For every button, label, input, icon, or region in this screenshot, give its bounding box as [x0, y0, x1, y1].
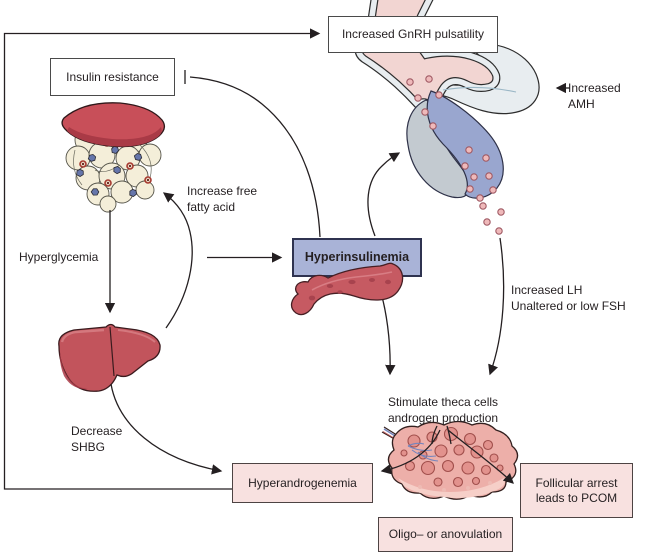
increased-amh-label: Increased AMH: [568, 81, 621, 111]
theca-connector-right: [446, 425, 452, 445]
ovary-illustration: [381, 420, 519, 500]
androgen-arrow: [380, 429, 441, 475]
hyperandrogenemia-box: Hyperandrogenemia: [232, 463, 373, 503]
adipose-blue-cells: [76, 145, 143, 197]
hormone-dots: [406, 75, 505, 235]
lh-arrow: [488, 237, 505, 376]
shbg-arrow: [110, 383, 223, 475]
hyperglycemia-label: Hyperglycemia: [19, 250, 99, 264]
hyperinsulinemia-box: Hyperinsulinemia: [292, 238, 422, 277]
insulin-resistance-box: Insulin resistance: [50, 58, 175, 96]
ovary-follicles: [400, 426, 504, 488]
follicular-arrest-box: Follicular arrest leads to PCOM: [520, 463, 633, 518]
adipose-tissue-illustration: [61, 102, 166, 213]
follicle-arrow: [447, 429, 514, 484]
adipose-red-cells: [79, 139, 152, 187]
stimulate-theca-label: Stimulate theca cells androgen productio…: [387, 395, 499, 425]
theca-connector-left: [431, 425, 438, 445]
decrease-shbg-label: Decrease SHBG: [71, 424, 123, 454]
insulin-theca-arrow: [376, 279, 396, 376]
oligo-anovulation-box: Oligo– or anovulation: [378, 517, 513, 552]
increase-ffa-label: Increase free fatty acid: [187, 184, 258, 214]
liver-illustration: [58, 323, 161, 392]
gnrh-box: Increased GnRH pulsatility: [328, 16, 498, 53]
increased-lh-fsh-label: Increased LH Unaltered or low FSH: [511, 283, 626, 313]
insulin-pituitary-arrow: [367, 152, 401, 237]
